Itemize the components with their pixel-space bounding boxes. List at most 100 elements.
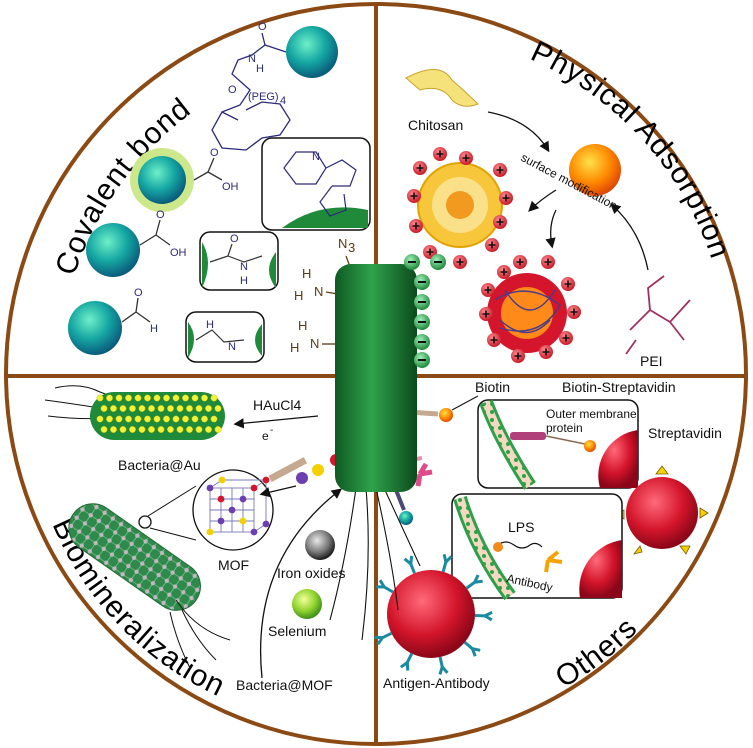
nh-n: N [240, 261, 248, 273]
haucl4-label: HAuCl4 [253, 397, 301, 413]
amine-h2: H [294, 288, 303, 303]
au-dot [134, 394, 142, 402]
au-dot [119, 405, 127, 412]
plus-charge [479, 307, 493, 321]
amine-h4: H [290, 340, 299, 355]
plus-charge [567, 305, 581, 319]
minus-charge [414, 334, 430, 350]
mof-node [239, 495, 247, 503]
plus-charge [497, 265, 511, 279]
au-dot [163, 415, 170, 423]
iron-label: Iron oxides [277, 565, 345, 581]
au-dot [191, 394, 199, 402]
antibody-y [465, 574, 483, 590]
au-dot [214, 405, 222, 412]
au-dot [182, 415, 189, 423]
bact-mof-label: Bacteria@MOF [236, 677, 333, 693]
au-dot [191, 415, 199, 423]
minus-charges [404, 254, 446, 368]
biotin-label: Biotin [475, 379, 510, 395]
minus-charge [404, 254, 420, 270]
au-dot [201, 394, 208, 402]
plus-charge [453, 255, 467, 269]
mof-node [206, 528, 214, 536]
iron-oxide-sphere [305, 530, 335, 560]
imine-n: N [228, 341, 236, 353]
au-dot [195, 426, 203, 433]
protein-label: protein [546, 421, 583, 435]
au-dot [119, 426, 127, 433]
bacteria-mof [68, 503, 201, 611]
au-dot [182, 394, 189, 402]
au-dot [214, 426, 222, 433]
plus-charge [559, 331, 573, 345]
mof-node [239, 517, 247, 525]
au-dot [153, 394, 161, 402]
au-dot [129, 426, 136, 433]
o-top1: O [258, 21, 267, 33]
lps-label: LPS [508, 519, 534, 535]
au-dot [167, 405, 174, 412]
plus-charge [541, 255, 555, 269]
o-ald: O [134, 287, 143, 299]
n3-sub: 3 [348, 240, 355, 255]
au-dot [210, 394, 218, 402]
electron-label: e [262, 429, 269, 443]
plus-charge [499, 191, 513, 205]
antibody-y [441, 553, 453, 573]
pei-polymer [625, 275, 691, 355]
plus-charge [433, 147, 447, 161]
covalent-quadrant: O N H O (PEG) 4 O OH O OH O H O N H [68, 21, 371, 363]
imine-h: H [206, 319, 214, 331]
o-acid: O [210, 147, 219, 159]
plus-charge [413, 161, 427, 175]
au-dot [205, 405, 212, 412]
chitosan-label: Chitosan [408, 117, 463, 133]
streptavidin-label: Streptavidin [648, 425, 722, 441]
antigen-sphere [387, 570, 475, 658]
amine-h3: H [298, 318, 307, 333]
biotin-strep-label: Biotin-Streptavidin [562, 379, 676, 395]
au-dot [100, 405, 108, 412]
flagella [329, 487, 421, 641]
au-dot [106, 415, 113, 423]
antibody-y [474, 610, 493, 622]
mof-node [262, 476, 270, 484]
antibody-y [374, 631, 393, 646]
nh-top-n: N [248, 53, 256, 65]
au-dot [144, 415, 151, 423]
teal-bead-3 [68, 301, 122, 355]
au-dot [115, 415, 123, 423]
plus-charge [407, 189, 421, 203]
amine-n1: N [314, 284, 323, 299]
biomin-quadrant: Bacteria@Au HAuCl4 e - Bacteria@MOF MOF [44, 385, 345, 693]
plus-charge [539, 345, 553, 359]
nh-h: H [240, 275, 248, 287]
biotin-sphere [439, 408, 453, 422]
o-acid2: O [156, 209, 165, 221]
plus-charge [493, 215, 507, 229]
plus-charge [513, 255, 527, 269]
plus-charge [481, 283, 495, 297]
mof-label: MOF [218, 557, 249, 573]
chitosan-ribbon [405, 69, 479, 107]
au-dot [186, 405, 193, 412]
au-dot [110, 405, 117, 412]
o-top2: O [228, 84, 237, 96]
au-dot [186, 426, 193, 433]
antibody-ys [374, 553, 493, 675]
au-nanoparticles [96, 394, 222, 433]
mof-node [250, 528, 258, 536]
antibody-y [463, 641, 481, 657]
pei-label: PEI [640, 353, 663, 369]
au-dot [148, 426, 155, 433]
peg-sub: 4 [280, 95, 286, 107]
minus-charge [414, 274, 430, 290]
bact-au-label: Bacteria@Au [118, 457, 201, 473]
antibody-icon [415, 462, 433, 487]
au-dot [110, 426, 117, 433]
minus-charge [430, 254, 446, 270]
selenium-sphere [292, 589, 322, 619]
mof-node [262, 520, 270, 528]
